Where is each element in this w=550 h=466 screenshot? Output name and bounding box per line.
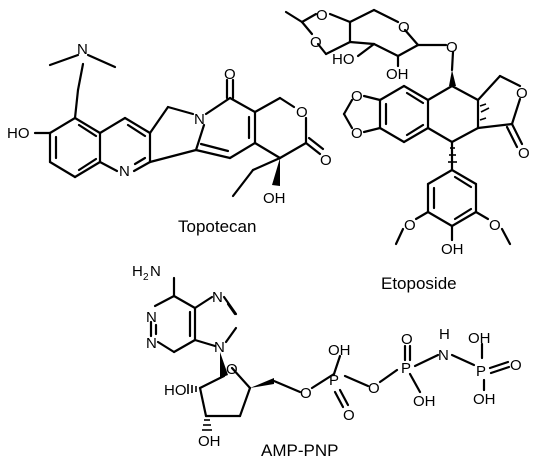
etoposide-atom-labels: O O O HO OH O O O O O O O OH — [310, 7, 530, 258]
amp-n7: N — [212, 289, 223, 306]
etoposide-o-ring: O — [398, 19, 410, 36]
etoposide-o-carbonyl: O — [518, 145, 530, 162]
etoposide-o-methoxy-1: O — [404, 217, 416, 234]
amp-n1: N — [146, 309, 157, 326]
amp-ribose-o: O — [226, 361, 238, 378]
amp-h2n-n: N — [150, 263, 161, 280]
topotecan-n-ring: N — [194, 111, 205, 128]
caption-amp-pnp: AMP-PNP — [261, 441, 338, 460]
topotecan-oh: OH — [263, 190, 286, 207]
amp-h2n-h: H — [132, 263, 143, 280]
topotecan-o-lactone: O — [296, 104, 308, 121]
amp-p-gamma: P — [476, 363, 486, 380]
amp-oh-p-beta: OH — [413, 393, 436, 410]
amp-n9: N — [214, 339, 225, 356]
etoposide-o-1: O — [316, 7, 328, 24]
caption-topotecan: Topotecan — [178, 217, 256, 236]
etoposide-structure — [284, 8, 524, 246]
topotecan-n-dimethyl: N — [77, 41, 88, 58]
etoposide-ho: HO — [332, 51, 355, 68]
topotecan-ho: HO — [7, 125, 30, 142]
amp-h-imido: H — [439, 326, 450, 343]
amp-oh-3: OH — [198, 433, 221, 450]
amp-n3: N — [146, 335, 157, 352]
amp-pnp-atom-labels: H 2 N N N N N O HO OH O P OH O O P O OH … — [132, 263, 522, 450]
etoposide-o-methoxy-2: O — [489, 217, 501, 234]
etoposide-oh: OH — [386, 66, 409, 83]
amp-ho-2: HO — [164, 382, 187, 399]
amp-p-beta: P — [401, 360, 411, 377]
amp-pnp-structure — [149, 276, 511, 431]
topotecan-n-quinoline: N — [119, 163, 130, 180]
topotecan-atom-labels: N HO N N O O O OH — [7, 41, 332, 207]
etoposide-o-2: O — [310, 34, 322, 51]
etoposide-o-glycoside: O — [446, 39, 458, 56]
etoposide-o-lactone: O — [516, 85, 528, 102]
amp-oh-p-alpha: OH — [328, 342, 351, 359]
amp-o-5: O — [300, 385, 312, 402]
amp-n-imido: N — [438, 347, 449, 364]
amp-o-p-alpha: O — [343, 407, 355, 424]
amp-h2n-subscript: 2 — [143, 272, 149, 283]
etoposide-o-dioxole-1: O — [351, 88, 363, 105]
amp-o-p-beta: O — [401, 331, 413, 348]
topotecan-structure — [33, 53, 325, 198]
amp-oh-p-gamma-1: OH — [468, 330, 491, 347]
amp-p-alpha: P — [329, 372, 339, 389]
etoposide-oh-phenol: OH — [441, 241, 464, 258]
caption-etoposide: Etoposide — [381, 274, 457, 293]
topotecan-o-lactone-carbonyl: O — [320, 152, 332, 169]
amp-oh-p-gamma-2: OH — [473, 391, 496, 408]
etoposide-o-dioxole-2: O — [351, 125, 363, 142]
amp-o-bridge: O — [368, 380, 380, 397]
topotecan-o-carbonyl: O — [224, 66, 236, 83]
amp-o-p-gamma: O — [510, 357, 522, 374]
